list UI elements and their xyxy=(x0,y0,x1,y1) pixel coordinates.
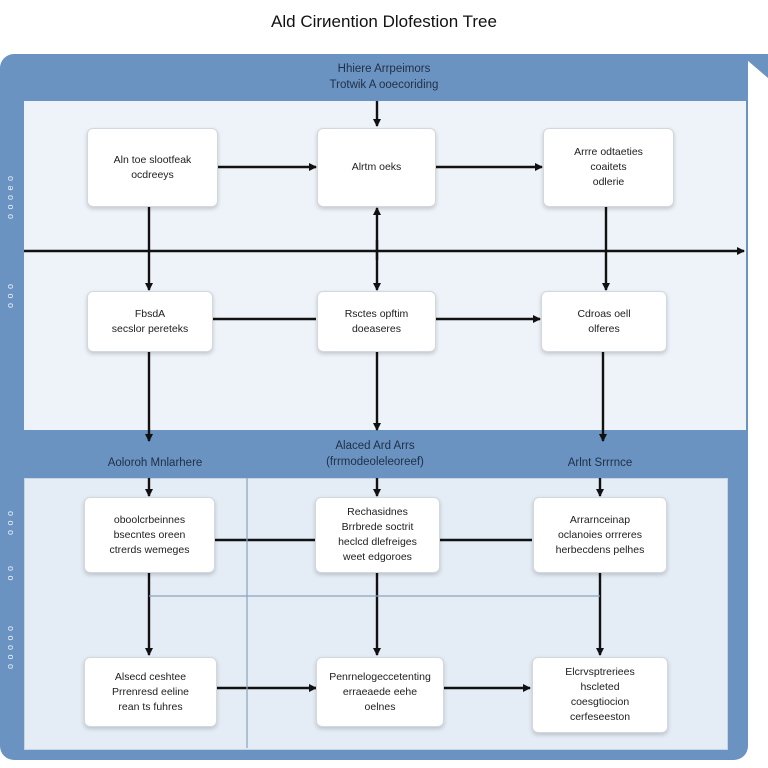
diagram-title: Ald Cirиention Dlofestion Tree xyxy=(271,12,497,31)
top-header-line1: Hhiere Arrpeimors xyxy=(337,63,431,75)
node-b-r1c3[interactable]: Arrarnceinap oclanoies orrreres herbecde… xyxy=(533,497,667,573)
top-section-arrow-tip xyxy=(740,54,768,102)
node-r2c1[interactable]: FbsdA secslor pereteks xyxy=(87,291,213,352)
node-r1c2[interactable]: Alrtm oeks xyxy=(317,128,436,207)
node-r2c2[interactable]: Rsctes opftim doeaseres xyxy=(317,291,436,352)
node-b-r1c1[interactable]: oboolcrbeinnes bsecntes oreen ctrerds we… xyxy=(84,497,215,573)
node-b-r2c2[interactable]: Penrnelogeccetenting erraeaede eehe oeln… xyxy=(316,657,444,727)
top-section-header: Hhiere Arrpeimors Trotwik A ooecoriding xyxy=(234,61,534,93)
node-r2c3[interactable]: Cdroas oell olferes xyxy=(541,291,667,352)
column-header-left: Aoloroh Mnlarhere xyxy=(107,457,203,469)
node-b-r2c1[interactable]: Alsecd ceshtee Prrenresd eeline rean ts … xyxy=(84,657,217,727)
column-header-right: Arlnt Srrrnce xyxy=(567,457,633,469)
mid-section-header: Alaced Ard Arrs (frrmodeoleleoreef) xyxy=(275,438,475,470)
top-header-line2: Trotwik A ooecoriding xyxy=(329,79,439,91)
node-r1c1[interactable]: Aln toe slootfeak ocdreeys xyxy=(87,128,218,207)
node-b-r2c3[interactable]: Elcrvsptreriees hscleted coesgtiocion ce… xyxy=(532,657,668,733)
node-b-r1c2[interactable]: Rechasidnes Brrbrede soctrit heclcd dlef… xyxy=(315,497,440,573)
node-r1c3[interactable]: Arrre odtaeties coaitets odlerie xyxy=(543,128,674,207)
mid-header-line2: (frrmodeoleleoreef) xyxy=(326,456,424,468)
mid-header-line1: Alaced Ard Arrs xyxy=(335,440,415,452)
